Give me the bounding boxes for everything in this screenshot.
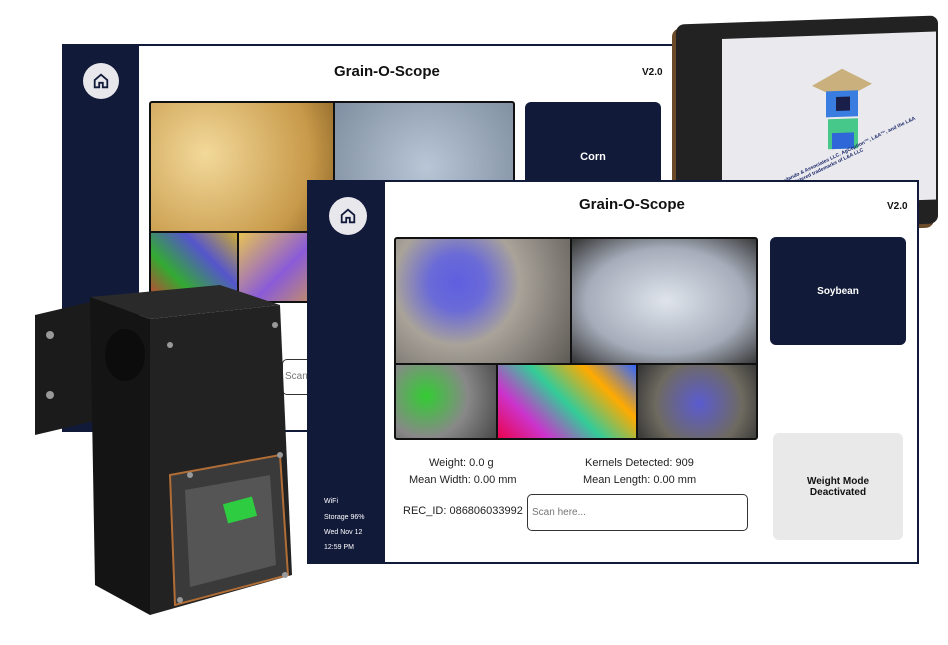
sidebar: WiFi Storage 96% Wed Nov 12 12:59 PM xyxy=(309,182,385,562)
rec-id: REC_ID: 086806033992 xyxy=(403,505,523,517)
tablet-device: © 2020-2023 by Laudando & Associates LLC… xyxy=(676,15,938,233)
time-status: 12:59 PM xyxy=(324,544,354,551)
mean-width-stat: Mean Width: 0.00 mm xyxy=(409,474,517,486)
weight-mode-button[interactable]: Weight Mode Deactivated xyxy=(773,433,903,540)
soybean-labeled-image xyxy=(638,365,756,438)
version-label: V2.0 xyxy=(642,67,663,78)
soybean-highlight-image xyxy=(396,365,496,438)
grain-image-grid xyxy=(394,237,758,440)
home-icon xyxy=(340,208,356,224)
soybean-detection-image xyxy=(396,239,570,363)
soybean-grayscale-image xyxy=(572,239,756,363)
mean-length-stat: Mean Length: 0.00 mm xyxy=(583,474,697,486)
home-button[interactable] xyxy=(83,63,119,99)
home-button[interactable] xyxy=(329,197,367,235)
scan-input[interactable] xyxy=(527,494,748,531)
kernels-detected-stat: Kernels Detected: 909 xyxy=(585,457,694,469)
soybean-button[interactable]: Soybean xyxy=(770,237,906,345)
front-screen: WiFi Storage 96% Wed Nov 12 12:59 PM Gra… xyxy=(307,180,919,564)
version-label: V2.0 xyxy=(887,201,908,212)
robot-mascot-logo xyxy=(812,68,872,150)
date-status: Wed Nov 12 xyxy=(324,529,363,536)
corn-image xyxy=(151,103,333,231)
app-title: Grain-O-Scope xyxy=(334,63,440,80)
soybean-segmented-image xyxy=(498,365,636,438)
scanner-device xyxy=(35,285,292,615)
tablet-screen: © 2020-2023 by Laudando & Associates LLC… xyxy=(722,31,936,207)
wifi-status: WiFi xyxy=(324,498,338,505)
storage-status: Storage 96% xyxy=(324,514,365,521)
app-title: Grain-O-Scope xyxy=(579,196,685,213)
home-icon xyxy=(93,73,109,89)
weight-stat: Weight: 0.0 g xyxy=(429,457,494,469)
